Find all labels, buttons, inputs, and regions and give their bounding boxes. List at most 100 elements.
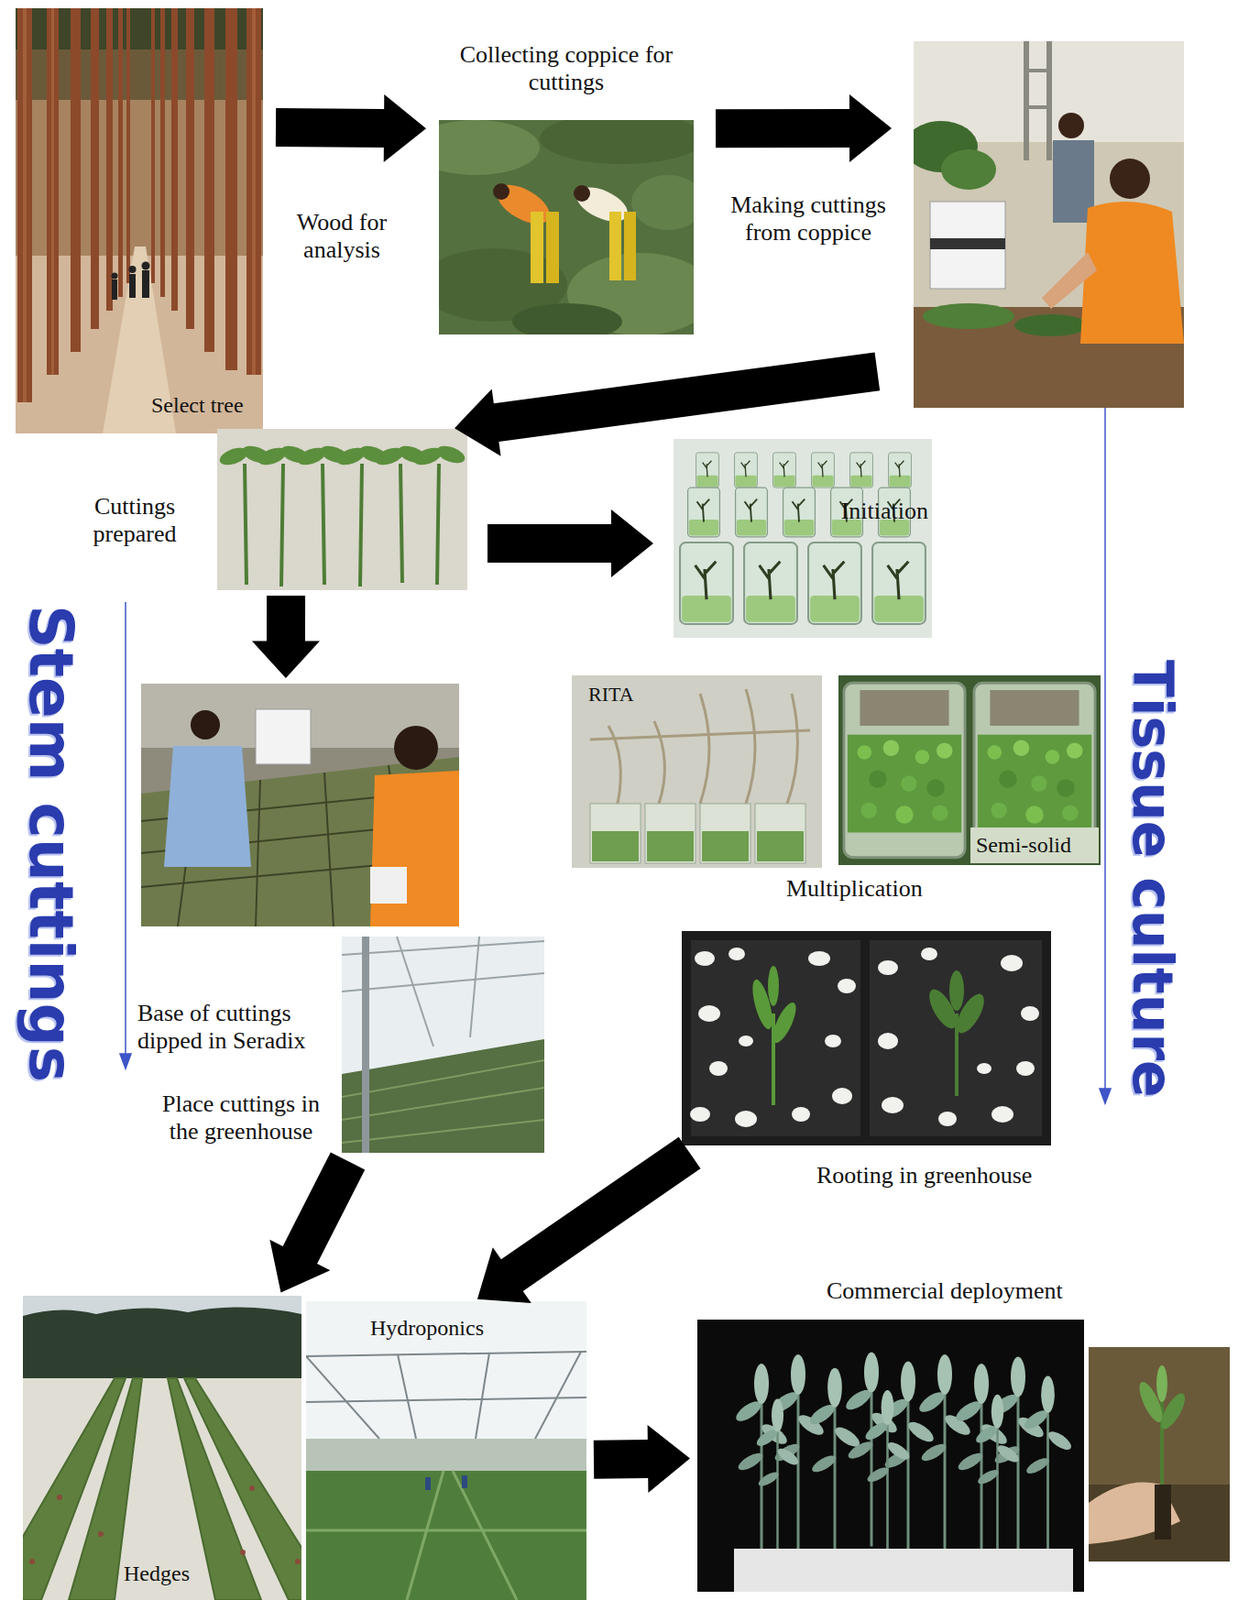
photo-caption: Rooting in greenhouse	[816, 1161, 1032, 1190]
initiation-jars-photo	[744, 542, 798, 625]
caption-holder: Cuttings prepared	[70, 493, 199, 548]
hedges-photo	[29, 1558, 35, 1565]
caption-holder: Making cuttings from coppice	[711, 191, 906, 247]
hydroponics-photo	[306, 1301, 587, 1600]
workers-trays-photo	[255, 709, 311, 765]
forest-photo	[90, 8, 99, 329]
prepared-cuttings-photo	[360, 463, 362, 587]
forest-photo	[151, 8, 155, 284]
hand-seedling-photo	[1088, 1482, 1181, 1545]
prepared-cuttings-photo	[217, 442, 468, 469]
coppice-field-photo	[539, 112, 705, 165]
hand-seedling-photo	[1088, 1347, 1230, 1562]
caption-holder: Select tree	[151, 393, 262, 419]
coppice-field-photo	[411, 112, 714, 340]
making-cuttings-photo	[1109, 158, 1151, 199]
stage-label: Multiplication	[786, 875, 923, 903]
rooting-photo	[690, 940, 861, 1137]
photo-caption: Collecting coppice for cuttings	[428, 41, 704, 97]
forest-photo	[118, 8, 123, 297]
hydroponics-photo	[306, 1397, 587, 1403]
coppice-field-photo	[631, 175, 705, 231]
block-arrow	[251, 595, 320, 679]
photo-panel: Rooting in greenhouse	[681, 931, 1052, 1146]
workers-trays-photo	[141, 683, 460, 927]
rita-photo	[755, 803, 806, 864]
forest-photo	[129, 273, 136, 298]
making-cuttings-photo	[1041, 251, 1097, 309]
photo-caption: Initiation	[841, 497, 929, 526]
rita-photo	[590, 803, 641, 864]
prepared-cuttings-photo	[434, 442, 468, 467]
commercial-seedlings-photo	[697, 1319, 1085, 1592]
hedges-photo	[0, 1295, 335, 1600]
rita-photo	[646, 831, 694, 862]
forest-photo	[246, 8, 262, 375]
rooting-photo	[1016, 1061, 1035, 1076]
rooting-photo	[791, 1106, 811, 1122]
rooting-photo	[681, 931, 1052, 1146]
photo-caption: Hedges	[123, 1561, 190, 1588]
block-arrow	[477, 1137, 702, 1304]
coppice-field-photo	[609, 211, 622, 281]
commercial-seedlings-photo	[734, 1548, 1074, 1592]
rooting-photo	[698, 1005, 721, 1022]
greenhouse-photo	[341, 1119, 545, 1143]
forest-photo	[106, 8, 113, 311]
rooting-photo	[1020, 1006, 1040, 1021]
hedges-photo	[22, 1295, 302, 1600]
hydroponics-photo	[535, 1351, 581, 1439]
caption-holder: Commercial deployment	[826, 1277, 1129, 1305]
track-title: Stem cuttings	[20, 604, 81, 1083]
hydroponics-photo	[306, 1301, 587, 1600]
hydroponics-photo	[306, 1351, 587, 1357]
prepared-cuttings-photo	[244, 463, 439, 587]
photo-panel: Initiation	[673, 438, 932, 638]
making-cuttings-photo	[1014, 314, 1088, 337]
hedges-photo	[0, 1378, 335, 1600]
rooting-photo	[694, 951, 715, 966]
forest-photo	[142, 270, 150, 298]
workers-trays-photo	[394, 725, 439, 770]
rita-photo	[571, 675, 822, 868]
hedges-photo	[56, 1494, 63, 1501]
edge-label-holder: Wood for analysis	[277, 208, 406, 264]
forest-photo	[160, 8, 165, 297]
caption-holder: Hedges	[123, 1561, 234, 1588]
commercial-seedlings-photo	[1021, 1376, 1074, 1555]
rooting-photo	[837, 978, 856, 994]
rooting-photo	[681, 931, 1052, 1146]
rooting-photo	[923, 970, 989, 1096]
rooting-photo	[728, 947, 745, 961]
commercial-seedlings-photo	[697, 1319, 1085, 1592]
caption-holder: Place cuttings in the greenhouse	[147, 1090, 335, 1146]
rooting-photo	[768, 999, 801, 1046]
making-cuttings-photo	[1080, 201, 1184, 344]
forest-photo	[129, 265, 137, 274]
semi-solid-photo	[838, 675, 1101, 866]
hedges-photo	[22, 1306, 302, 1379]
making-cuttings-photo	[1023, 68, 1052, 73]
making-cuttings-photo	[1046, 41, 1052, 161]
initiation-jars-photo	[688, 487, 721, 537]
forest-photo	[171, 8, 178, 311]
hedges-photo	[29, 1485, 301, 1565]
forest-photo	[204, 8, 215, 352]
photo-panel: Making cuttings from coppice	[913, 41, 1184, 408]
coppice-field-photo	[411, 120, 540, 176]
block-arrow	[269, 1151, 365, 1293]
process-track-arrow	[124, 602, 127, 1056]
commercial-seedlings-photo	[916, 1354, 974, 1549]
hydroponics-photo	[397, 1354, 417, 1439]
photo-caption: Commercial deployment	[826, 1277, 1063, 1305]
caption-holder: Hydroponics	[370, 1315, 536, 1342]
forest-photo	[46, 8, 59, 375]
photo-panel: Hydroponics	[306, 1301, 587, 1600]
workers-trays-photo	[370, 866, 407, 904]
rooting-photo	[824, 1034, 842, 1048]
caption-holder: Base of cuttings dipped in Seradix	[137, 999, 336, 1055]
forest-photo	[225, 8, 238, 371]
coppice-field-photo	[570, 180, 633, 230]
rooting-photo	[869, 940, 1042, 1137]
